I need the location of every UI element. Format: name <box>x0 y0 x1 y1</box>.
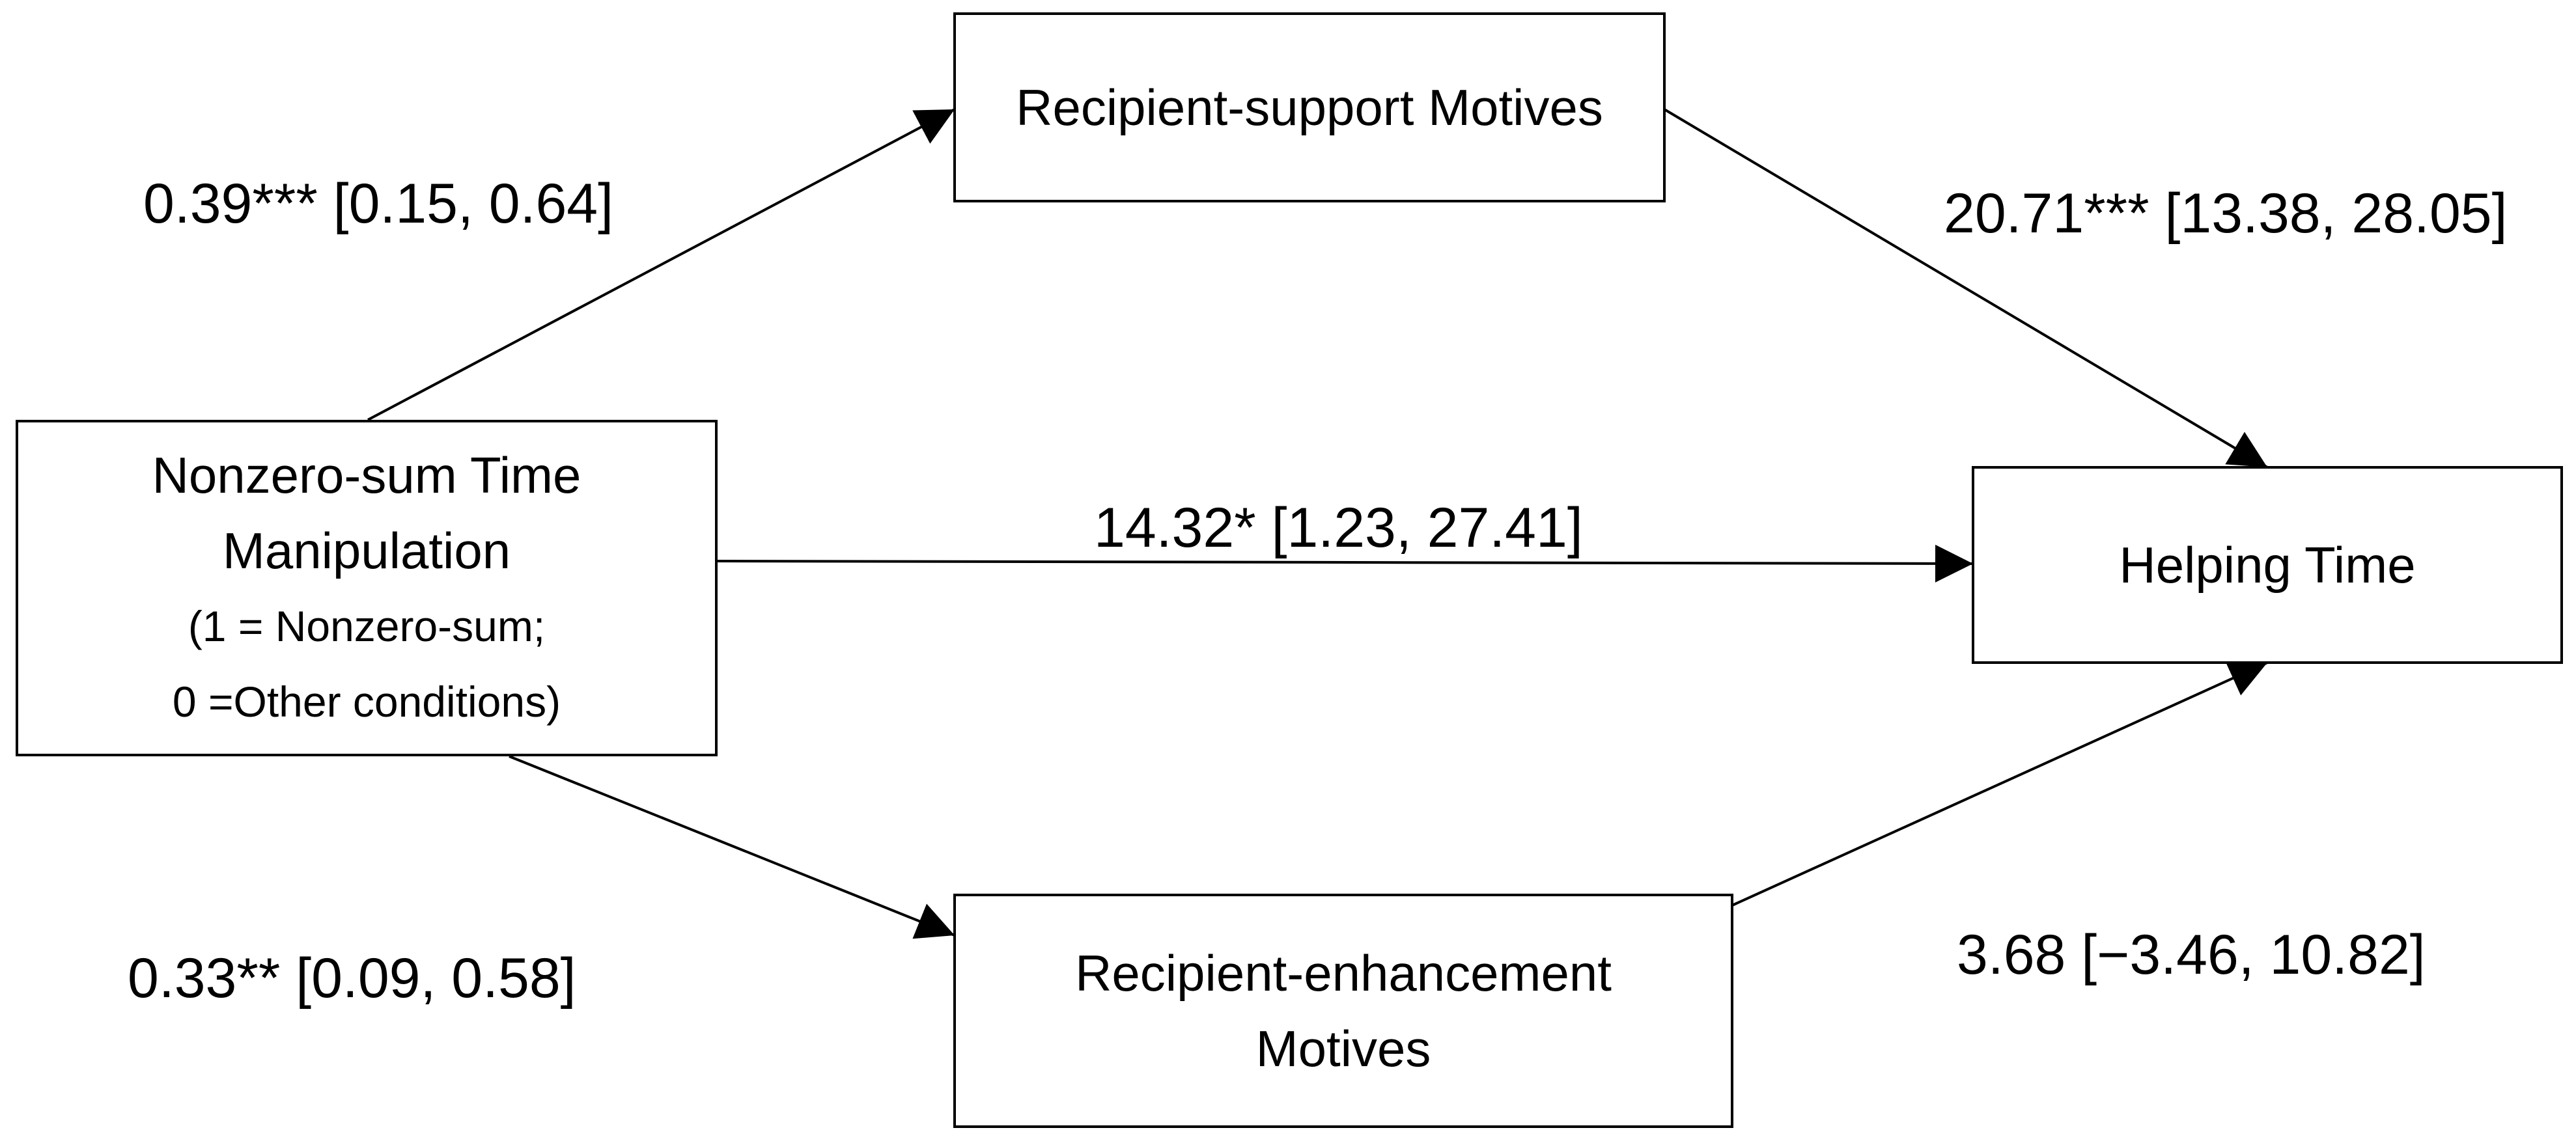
arrow-enhancement-to-outcome <box>1731 661 2268 907</box>
support-motives-label: Recipient-support Motives <box>1016 79 1603 136</box>
predictor-label-line1: Nonzero-sum Time <box>152 446 581 504</box>
enhancement-motives-box: Recipient-enhancement Motives <box>953 894 1733 1128</box>
support-motives-box: Recipient-support Motives <box>953 12 1666 202</box>
predictor-label-line3: (1 = Nonzero-sum; <box>188 601 546 650</box>
helping-time-box: Helping Time <box>1972 466 2563 664</box>
predictor-label-line2: Manipulation <box>222 521 511 579</box>
arrow-predictor-to-outcome <box>716 544 1974 583</box>
enhancement-motives-label-line1: Recipient-enhancement <box>1075 944 1612 1002</box>
direct-path-coefficient: 14.32* [1.23, 27.41] <box>1094 497 1583 559</box>
path-a-enhancement-coefficient: 0.33** [0.09, 0.58] <box>128 947 576 1010</box>
predictor-box: Nonzero-sum Time Manipulation (1 = Nonze… <box>16 420 718 756</box>
path-b-support-coefficient: 20.71*** [13.38, 28.05] <box>1944 182 2508 245</box>
predictor-label-line4: 0 =Other conditions) <box>172 677 561 726</box>
enhancement-motives-label-line2: Motives <box>1255 1020 1431 1077</box>
arrow-predictor-to-enhancement <box>509 755 955 939</box>
path-b-enhancement-coefficient: 3.68 [−3.46, 10.82] <box>1957 924 2426 986</box>
arrow-support-to-outcome <box>1663 108 2269 469</box>
path-a-support-coefficient: 0.39*** [0.15, 0.64] <box>143 172 614 235</box>
helping-time-label: Helping Time <box>2119 536 2416 594</box>
arrow-predictor-to-support <box>367 108 955 421</box>
